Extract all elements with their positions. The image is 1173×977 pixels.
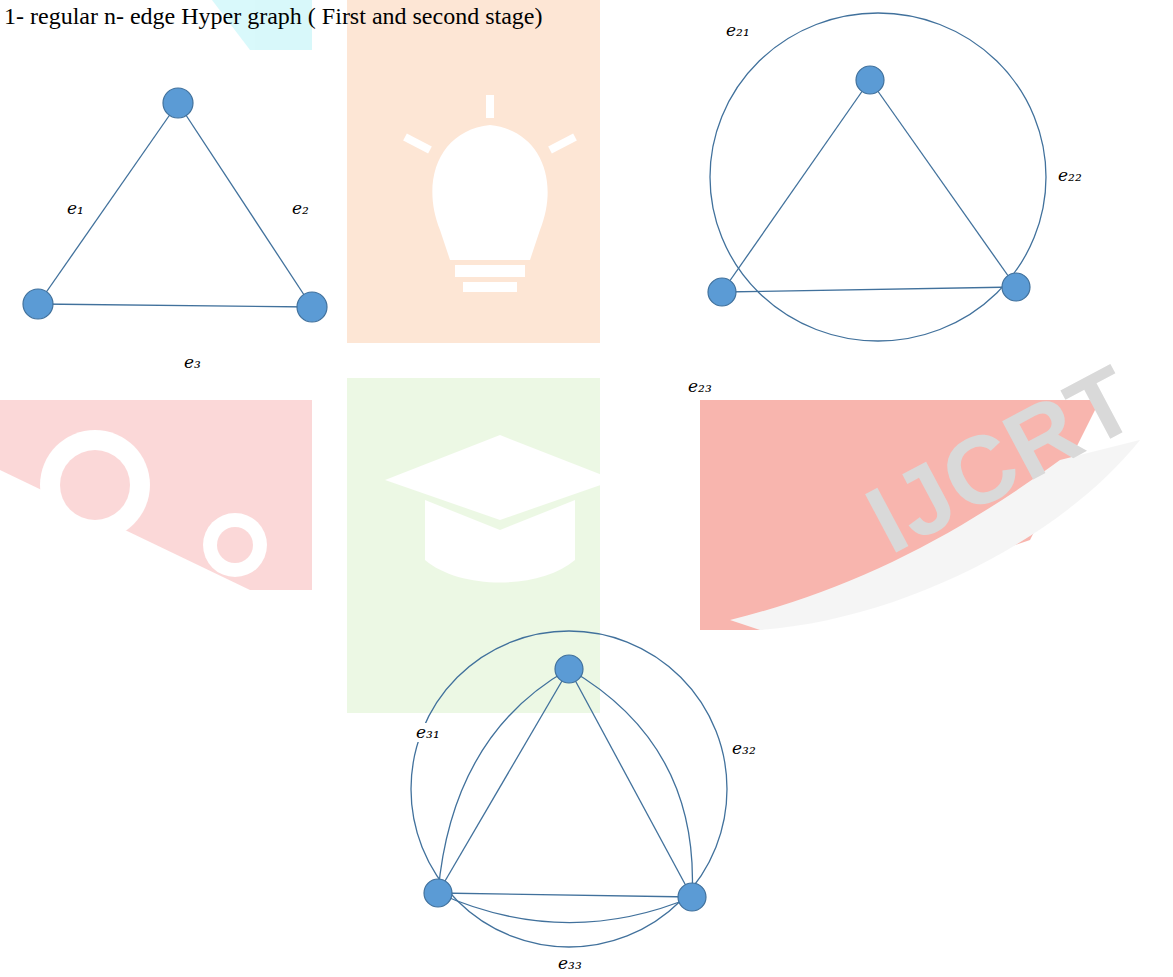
edge-label: e₃₃ [556,954,584,973]
edge-label: e₃₂ [730,739,758,758]
edge-label: e₂₂ [1056,166,1084,185]
diagram-title: 1- regular n- edge Hyper graph ( First a… [4,3,542,29]
edge-label: e₃ [182,353,203,372]
edge-label: e₁ [65,199,86,218]
watermark-shapes [0,0,1140,713]
edge-label: e₃₁ [414,723,442,742]
edge-label: e₂ [290,199,311,218]
hypergraph-stage-two [710,13,1046,341]
edge-label: e₂₁ [724,21,752,40]
edge-label: e₂₃ [686,377,714,396]
hypergraph-stage-three [411,631,727,947]
triangle-graph [38,103,312,307]
